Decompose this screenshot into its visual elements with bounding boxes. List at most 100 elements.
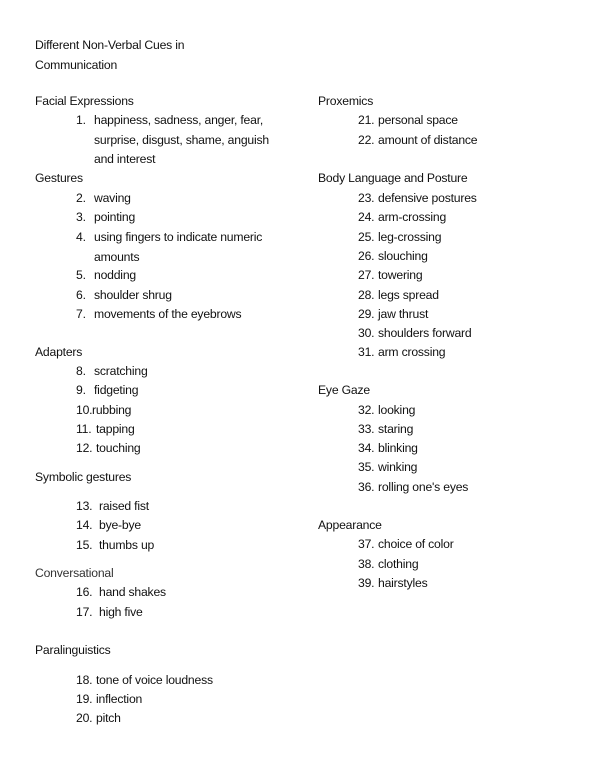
item-text: tone of voice loudness bbox=[96, 673, 213, 687]
item-text: choice of color bbox=[378, 537, 454, 551]
list-item: 22. amount of distance bbox=[358, 131, 478, 151]
list-item: 34. blinking bbox=[358, 439, 418, 459]
list-item: 32. looking bbox=[358, 401, 415, 421]
list-item: 7. movements of the eyebrows bbox=[76, 305, 242, 325]
item-text: bye-bye bbox=[99, 518, 141, 532]
item-number: 7. bbox=[76, 307, 86, 321]
item-number: 9. bbox=[76, 383, 86, 397]
item-number: 13. bbox=[76, 499, 93, 513]
item-text: looking bbox=[378, 403, 416, 417]
item-text: fidgeting bbox=[94, 383, 139, 397]
list-item: 8. scratching bbox=[76, 362, 148, 382]
item-number: 14. bbox=[76, 518, 93, 532]
item-text: scratching bbox=[94, 364, 148, 378]
item-number: 5. bbox=[76, 268, 86, 282]
list-item: 10. rubbing bbox=[76, 401, 131, 421]
list-item: 18. tone of voice loudness bbox=[76, 671, 213, 691]
list-item: 13. raised fist bbox=[76, 497, 149, 517]
item-text: tapping bbox=[96, 422, 135, 436]
section-heading-proxemics: Proxemics bbox=[318, 94, 374, 108]
item-number: 37. bbox=[358, 537, 375, 551]
item-text: defensive postures bbox=[378, 191, 477, 205]
item-number: 15. bbox=[76, 538, 93, 552]
item-number: 35. bbox=[358, 460, 375, 474]
item-text: raised fist bbox=[99, 499, 149, 513]
item-text: legs spread bbox=[378, 288, 439, 302]
item-text: happiness, sadness, anger, fear, surpris… bbox=[94, 113, 269, 166]
list-item: 20. pitch bbox=[76, 709, 121, 729]
list-item: 17. high five bbox=[76, 603, 143, 623]
item-text: staring bbox=[378, 422, 414, 436]
item-number: 32. bbox=[358, 403, 375, 417]
item-number: 39. bbox=[358, 576, 375, 590]
item-text: using fingers to indicate numeric amount… bbox=[94, 230, 263, 264]
item-text: clothing bbox=[378, 557, 419, 571]
item-text: thumbs up bbox=[99, 538, 155, 552]
item-number: 28. bbox=[358, 288, 375, 302]
item-text: inflection bbox=[96, 692, 143, 706]
item-text: shoulder shrug bbox=[94, 288, 172, 302]
item-text: hairstyles bbox=[378, 576, 428, 590]
item-text: pointing bbox=[94, 210, 136, 224]
item-text: shoulders forward bbox=[378, 326, 472, 340]
list-item: 16. hand shakes bbox=[76, 583, 166, 603]
section-heading-adapters: Adapters bbox=[35, 345, 83, 359]
item-number: 11. bbox=[76, 422, 92, 436]
list-item: 30. shoulders forward bbox=[358, 324, 472, 344]
item-number: 17. bbox=[76, 605, 93, 619]
item-text: arm crossing bbox=[378, 345, 446, 359]
item-number: 34. bbox=[358, 441, 375, 455]
item-number: 36. bbox=[358, 480, 375, 494]
item-number: 3. bbox=[76, 210, 86, 224]
list-item: 36. rolling one's eyes bbox=[358, 478, 468, 498]
item-text: personal space bbox=[378, 113, 458, 127]
list-item: 29. jaw thrust bbox=[358, 305, 428, 325]
item-text: winking bbox=[378, 460, 418, 474]
item-number: 30. bbox=[358, 326, 375, 340]
list-item: 21. personal space bbox=[358, 111, 458, 131]
item-text: waving bbox=[94, 191, 131, 205]
item-text: leg-crossing bbox=[378, 230, 442, 244]
list-item: 28. legs spread bbox=[358, 286, 439, 306]
list-item: 11. tapping bbox=[76, 420, 135, 440]
list-item: 25. leg-crossing bbox=[358, 228, 442, 248]
item-number: 25. bbox=[358, 230, 375, 244]
item-number: 19. bbox=[76, 692, 93, 706]
list-item: 23. defensive postures bbox=[358, 189, 477, 209]
item-text: touching bbox=[96, 441, 141, 455]
item-number: 8. bbox=[76, 364, 86, 378]
list-item: 39. hairstyles bbox=[358, 574, 428, 594]
section-heading-conversational: Conversational bbox=[35, 566, 114, 580]
item-number: 22. bbox=[358, 133, 375, 147]
list-item: 15. thumbs up bbox=[76, 536, 154, 556]
item-text: pitch bbox=[96, 711, 121, 725]
item-text: amount of distance bbox=[378, 133, 478, 147]
item-number: 18. bbox=[76, 673, 93, 687]
list-item: 9. fidgeting bbox=[76, 381, 138, 401]
item-number: 29. bbox=[358, 307, 375, 321]
item-number: 38. bbox=[358, 557, 375, 571]
item-text: jaw thrust bbox=[378, 307, 429, 321]
item-text: movements of the eyebrows bbox=[94, 307, 242, 321]
item-text: towering bbox=[378, 268, 423, 282]
item-number: 24. bbox=[358, 210, 375, 224]
list-item: 33. staring bbox=[358, 420, 413, 440]
item-text: blinking bbox=[378, 441, 418, 455]
section-heading-paralinguistics: Paralinguistics bbox=[35, 643, 111, 657]
list-item: 27. towering bbox=[358, 266, 423, 286]
title-line-2: Communication bbox=[35, 57, 118, 72]
item-number: 31. bbox=[358, 345, 375, 359]
item-number: 16. bbox=[76, 585, 93, 599]
item-number: 1. bbox=[76, 113, 86, 127]
list-item: 19. inflection bbox=[76, 690, 142, 710]
item-number: 6. bbox=[76, 288, 86, 302]
item-text: high five bbox=[99, 605, 143, 619]
list-item: 2. waving bbox=[76, 189, 131, 209]
list-item: 5. nodding bbox=[76, 266, 136, 286]
item-number: 26. bbox=[358, 249, 375, 263]
section-heading-appearance: Appearance bbox=[318, 518, 382, 532]
section-heading-symbolic-gestures: Symbolic gestures bbox=[35, 470, 132, 484]
section-heading-gestures: Gestures bbox=[35, 171, 83, 185]
list-item: 37. choice of color bbox=[358, 535, 454, 555]
